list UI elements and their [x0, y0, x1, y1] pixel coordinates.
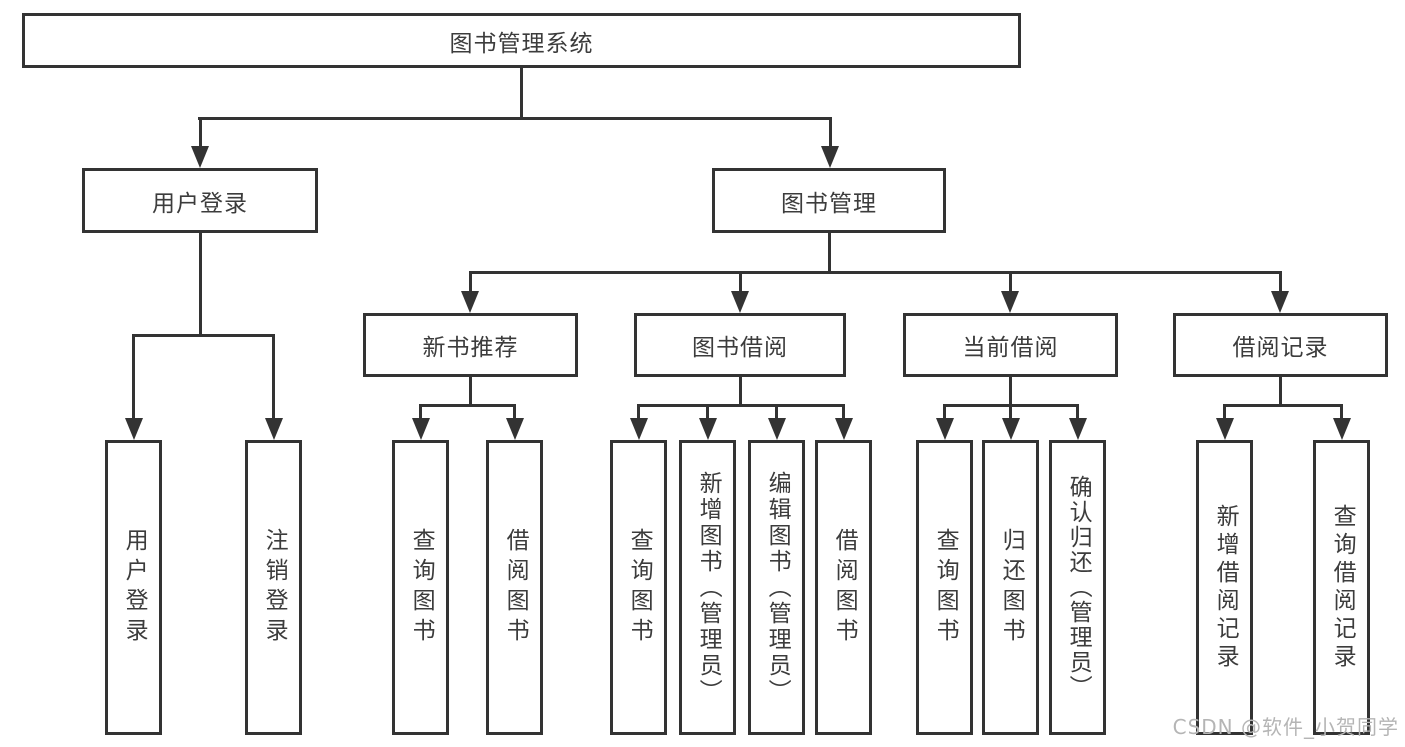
leaf-logout-label: 注销登录 [261, 527, 288, 648]
node-book-mgmt: 图书管理 [712, 168, 946, 233]
connector-user-login-branch [132, 334, 275, 337]
arrowhead-current-borrow [1001, 291, 1019, 313]
arrowhead-br-query [1333, 418, 1351, 440]
arrowhead-cb-confirm [1069, 418, 1087, 440]
node-book-borrow: 图书借阅 [634, 313, 846, 377]
arrowhead-leaf-logout [265, 418, 283, 440]
leaf-br-query: 查询借阅记录 [1313, 440, 1370, 735]
arrowhead-user-login [191, 146, 209, 168]
leaf-bb-add-label: 新增图书（管理员） [695, 470, 722, 705]
connector-user-login-stem [199, 233, 202, 337]
arrowhead-cb-return [1002, 418, 1020, 440]
connector-borrow-records-branch [1223, 404, 1343, 407]
connector-to-bb-query [637, 404, 640, 420]
leaf-br-add-label: 新增借阅记录 [1212, 503, 1239, 672]
connector-to-book-mgmt [829, 117, 832, 148]
connector-to-nb-borrow [513, 404, 516, 420]
connector-to-user-login [199, 117, 202, 148]
arrowhead-br-add [1216, 418, 1234, 440]
connector-to-leaf-user-login [132, 334, 135, 418]
connector-to-bb-borrow [842, 404, 845, 420]
connector-to-br-add [1223, 404, 1226, 420]
leaf-nb-query-label: 查询图书 [408, 527, 435, 648]
node-current-borrow-label: 当前借阅 [962, 335, 1059, 361]
connector-to-cb-confirm [1076, 404, 1079, 420]
leaf-cb-query-label: 查询图书 [932, 527, 959, 648]
connector-new-book-rec-stem [469, 377, 472, 407]
leaf-br-query-label: 查询借阅记录 [1329, 503, 1356, 672]
connector-book-mgmt-stem [828, 233, 831, 274]
connector-root-stem [520, 68, 523, 120]
node-user-login: 用户登录 [82, 168, 318, 233]
connector-to-borrow-records [1279, 271, 1282, 293]
watermark: CSDN @软件_小贺同学 [1172, 715, 1399, 739]
leaf-user-login: 用户登录 [105, 440, 162, 735]
leaf-bb-borrow-label: 借阅图书 [831, 527, 858, 648]
node-current-borrow: 当前借阅 [903, 313, 1118, 377]
connector-to-leaf-logout [272, 334, 275, 418]
connector-to-bb-add [706, 404, 709, 420]
node-borrow-records-label: 借阅记录 [1232, 335, 1329, 361]
node-library-system-label: 图书管理系统 [449, 30, 594, 57]
arrowhead-cb-query [936, 418, 954, 440]
connector-root-branch [198, 117, 831, 120]
node-new-book-rec-label: 新书推荐 [422, 335, 519, 361]
leaf-bb-query: 查询图书 [610, 440, 667, 735]
leaf-br-add: 新增借阅记录 [1196, 440, 1253, 735]
leaf-cb-confirm: 确认归还（管理员） [1049, 440, 1106, 735]
arrowhead-borrow-records [1271, 291, 1289, 313]
leaf-nb-borrow-label: 借阅图书 [502, 527, 529, 648]
arrowhead-book-mgmt [821, 146, 839, 168]
node-book-mgmt-label: 图书管理 [781, 190, 877, 217]
leaf-cb-return-label: 归还图书 [998, 527, 1025, 648]
node-library-system: 图书管理系统 [22, 13, 1021, 68]
arrowhead-bb-borrow [835, 418, 853, 440]
connector-book-borrow-stem [739, 377, 742, 407]
node-borrow-records: 借阅记录 [1173, 313, 1388, 377]
connector-to-new-book-rec [469, 271, 472, 293]
node-book-borrow-label: 图书借阅 [692, 335, 788, 361]
leaf-bb-edit-label: 编辑图书（管理员） [764, 470, 791, 705]
arrowhead-bb-query [630, 418, 648, 440]
connector-to-book-borrow [739, 271, 742, 293]
leaf-cb-query: 查询图书 [916, 440, 973, 735]
connector-to-cb-query [943, 404, 946, 420]
connector-borrow-records-stem [1279, 377, 1282, 407]
leaf-cb-return: 归还图书 [982, 440, 1039, 735]
connector-current-borrow-stem [1009, 377, 1012, 407]
leaf-user-login-label: 用户登录 [121, 527, 148, 648]
leaf-cb-confirm-label: 确认归还（管理员） [1065, 475, 1092, 700]
leaf-bb-add: 新增图书（管理员） [679, 440, 736, 735]
leaf-bb-query-label: 查询图书 [626, 527, 653, 648]
node-user-login-label: 用户登录 [152, 190, 248, 217]
connector-to-bb-edit [775, 404, 778, 420]
arrowhead-book-borrow [731, 291, 749, 313]
arrowhead-bb-add [699, 418, 717, 440]
arrowhead-leaf-user-login [125, 418, 143, 440]
connector-to-nb-query [419, 404, 422, 420]
connector-to-cb-return [1009, 404, 1012, 420]
leaf-bb-borrow: 借阅图书 [815, 440, 872, 735]
connector-to-current-borrow [1009, 271, 1012, 293]
node-new-book-rec: 新书推荐 [363, 313, 578, 377]
connector-book-mgmt-branch [469, 271, 1282, 274]
leaf-bb-edit: 编辑图书（管理员） [748, 440, 805, 735]
connector-new-book-rec-branch [419, 404, 516, 407]
arrowhead-bb-edit [768, 418, 786, 440]
arrowhead-new-book-rec [461, 291, 479, 313]
connector-book-borrow-branch [637, 404, 845, 407]
connector-to-br-query [1340, 404, 1343, 420]
leaf-nb-query: 查询图书 [392, 440, 449, 735]
leaf-nb-borrow: 借阅图书 [486, 440, 543, 735]
leaf-logout: 注销登录 [245, 440, 302, 735]
arrowhead-nb-borrow [506, 418, 524, 440]
arrowhead-nb-query [412, 418, 430, 440]
